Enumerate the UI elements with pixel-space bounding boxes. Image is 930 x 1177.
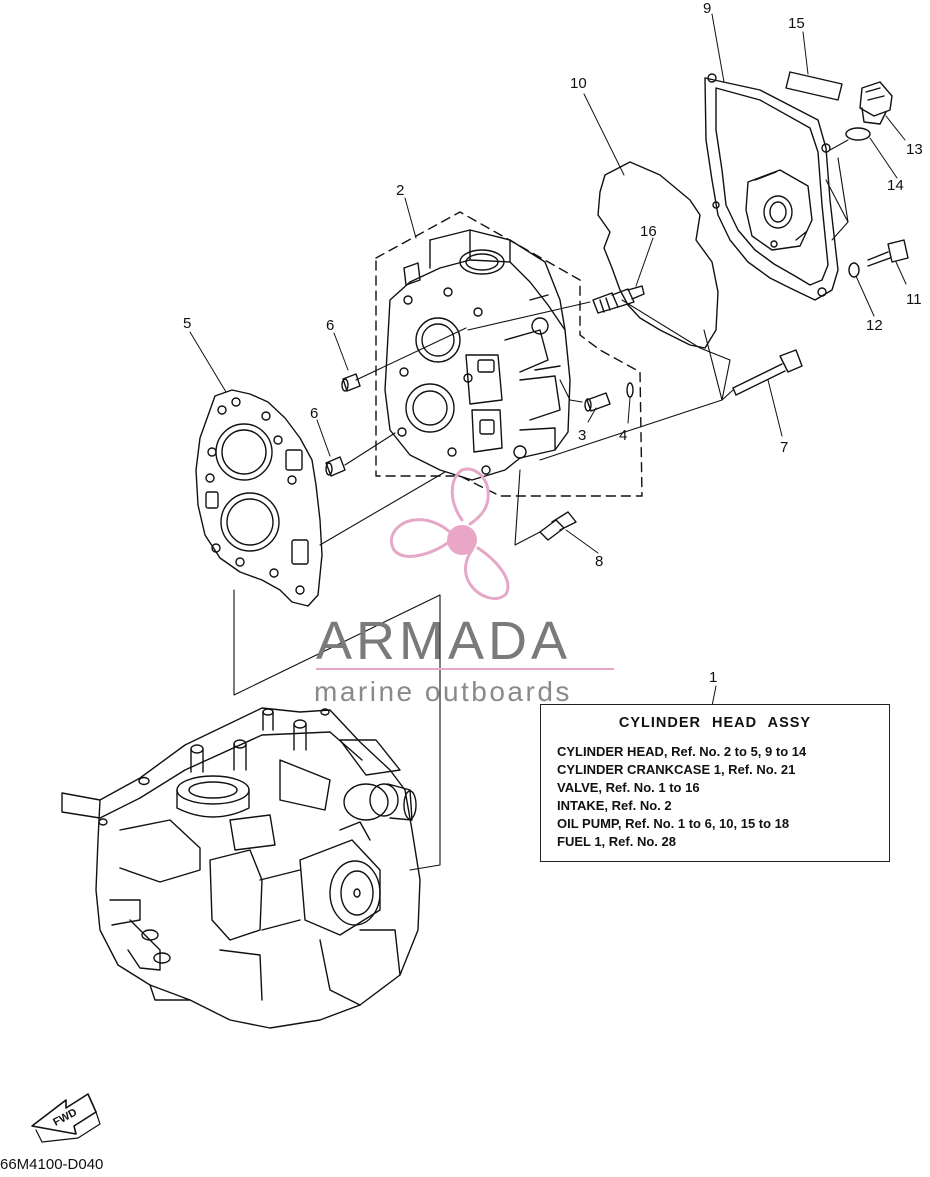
dowel-pin-upper xyxy=(341,373,361,392)
callout-leaders xyxy=(189,13,907,707)
callout-6-lower: 6 xyxy=(310,405,318,422)
callout-13: 13 xyxy=(906,141,923,158)
head-assembly-boundary xyxy=(375,211,643,497)
legend-line: FUEL 1, Ref. No. 28 xyxy=(557,834,676,849)
callout-9: 9 xyxy=(703,0,711,17)
watermark-tagline: marine outboards xyxy=(314,676,572,707)
valve-guide xyxy=(584,392,611,412)
callout-16: 16 xyxy=(640,223,657,240)
callout-7: 7 xyxy=(780,439,788,456)
diagram-code: 66M4100-D040 xyxy=(0,1156,104,1173)
watermark-brand: ARMADA xyxy=(316,611,572,671)
legend-line: VALVE, Ref. No. 1 to 16 xyxy=(557,780,700,795)
callout-6-upper: 6 xyxy=(326,317,334,334)
legend-lines: CYLINDER HEAD, Ref. No. 2 to 5, 9 to 14 … xyxy=(557,743,873,851)
caution-label xyxy=(785,71,843,101)
callout-14: 14 xyxy=(887,177,904,194)
watermark-divider xyxy=(316,668,614,670)
assembly-lines xyxy=(233,139,849,871)
legend-line: INTAKE, Ref. No. 2 xyxy=(557,798,672,813)
assembly-legend: CYLINDER HEAD ASSY CYLINDER HEAD, Ref. N… xyxy=(540,704,890,862)
cylinder-head xyxy=(384,229,571,481)
callout-3: 3 xyxy=(578,427,586,444)
legend-line: OIL PUMP, Ref. No. 1 to 6, 10, 15 to 18 xyxy=(557,816,790,831)
legend-title: CYLINDER HEAD ASSY xyxy=(618,715,812,731)
head-bolt-long xyxy=(732,349,803,396)
o-ring xyxy=(626,382,634,398)
dowel-pin-lower xyxy=(325,456,346,477)
callout-2: 2 xyxy=(396,182,404,199)
callout-15: 15 xyxy=(788,15,805,32)
callout-8: 8 xyxy=(595,553,603,570)
callout-4: 4 xyxy=(619,427,627,444)
callout-5: 5 xyxy=(183,315,191,332)
oil-filler-cap xyxy=(859,81,893,125)
cylinder-head-cover xyxy=(704,73,839,301)
legend-line: CYLINDER CRANKCASE 1, Ref. No. 21 xyxy=(557,762,796,777)
head-bolt-short xyxy=(539,511,577,541)
callout-1: 1 xyxy=(709,669,717,686)
cover-bolt xyxy=(867,239,909,267)
cap-o-ring xyxy=(845,127,871,141)
legend-line: CYLINDER HEAD, Ref. No. 2 to 5, 9 to 14 xyxy=(557,744,807,759)
callout-10: 10 xyxy=(570,75,587,92)
rocker-cover-gasket xyxy=(597,161,719,349)
spark-plug xyxy=(592,285,645,314)
callout-12: 12 xyxy=(866,317,883,334)
callout-numbers: 1 2 3 4 5 6 6 7 8 9 10 11 12 13 14 15 16 xyxy=(183,0,923,686)
forward-arrow-icon: FWD xyxy=(31,1093,101,1143)
cylinder-block xyxy=(61,707,421,1029)
washer xyxy=(848,262,860,278)
armada-propeller-logo xyxy=(390,467,510,600)
head-gasket xyxy=(195,389,323,607)
callout-11: 11 xyxy=(906,291,922,308)
